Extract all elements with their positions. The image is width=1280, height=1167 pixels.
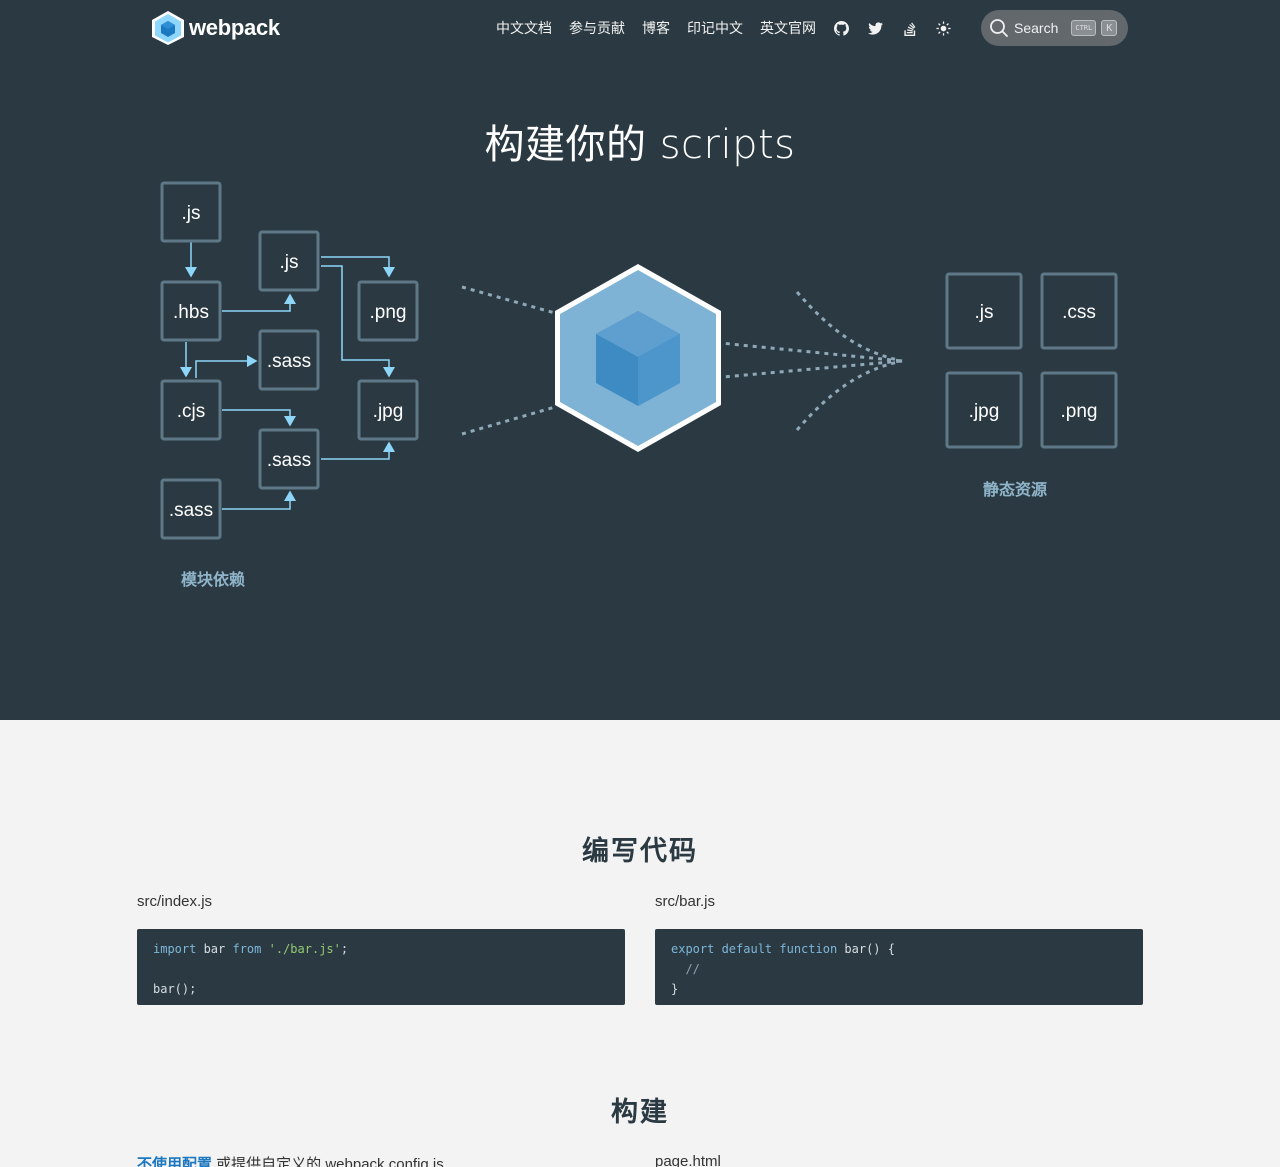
module-box: [160, 280, 222, 342]
asset-label: .js: [975, 302, 994, 323]
search-button[interactable]: Search CTRL K: [981, 10, 1128, 46]
code-block-index: import bar from './bar.js'; bar();: [137, 929, 625, 1005]
asset-label: .css: [1062, 302, 1096, 323]
connector-sass2-jpg: [321, 441, 395, 460]
module-label: .sass: [267, 450, 311, 471]
hero-title: 构建你的 scripts: [484, 122, 796, 168]
module-box: [357, 280, 419, 342]
stack-overflow-icon[interactable]: [901, 20, 918, 37]
file-label-page-html: page.html: [655, 1153, 721, 1167]
logo-text: webpack: [189, 15, 280, 40]
no-config-link[interactable]: 不使用配置: [137, 1156, 213, 1167]
dependencies-caption: 模块依赖: [181, 570, 246, 589]
module-label: .jpg: [373, 401, 404, 422]
webpack-cube-icon: [555, 264, 721, 452]
github-icon[interactable]: [833, 20, 850, 37]
connector-js-png: [321, 256, 395, 278]
flow-out-1: [689, 338, 903, 363]
nav-link-contribute[interactable]: 参与贡献: [569, 21, 625, 37]
code-block-bar: export default function bar() { // }: [655, 929, 1143, 1005]
module-box: [258, 428, 320, 490]
nav-link-english-site[interactable]: 英文官网: [760, 21, 816, 37]
connector-js-jpg: [321, 265, 395, 378]
flow-out-2: [689, 359, 903, 382]
module-box: [160, 478, 222, 540]
asset-box: [945, 371, 1023, 449]
file-label-index: src/index.js: [137, 893, 213, 910]
module-label: .js: [182, 203, 201, 224]
module-box: [160, 181, 222, 243]
connector-hbs-js: [222, 293, 296, 312]
module-box: [258, 230, 320, 292]
build-intro: 不使用配置 或提供自定义的 webpack.config.js: [137, 1153, 444, 1167]
nav-link-docs[interactable]: 中文文档: [496, 21, 552, 37]
asset-label: .png: [1061, 401, 1098, 422]
flow-out-3: [795, 291, 903, 363]
bundle-diagram: .js .hbs .cjs .sass .js .sass .sass .png…: [160, 181, 1118, 540]
module-box: [160, 379, 222, 441]
search-shortcut-ctrl: CTRL: [1071, 20, 1097, 36]
module-box: [357, 379, 419, 441]
nav-link-docschina[interactable]: 印记中文: [687, 21, 743, 37]
connector-cjs-sass: [195, 355, 258, 378]
flow-in-bottom: [461, 405, 556, 436]
assets-caption: 静态资源: [983, 480, 1048, 499]
logo[interactable]: webpack: [151, 10, 280, 46]
theme-toggle-icon[interactable]: [935, 20, 952, 37]
search-label: Search: [1014, 20, 1059, 36]
asset-label: .jpg: [969, 401, 1000, 422]
module-label: .js: [280, 252, 299, 273]
module-label: .cjs: [177, 401, 206, 422]
module-label: .sass: [267, 351, 311, 372]
module-label: .sass: [169, 500, 213, 521]
webpack-logo-icon: [152, 11, 184, 45]
build-intro-text: 或提供自定义的 webpack.config.js: [212, 1156, 444, 1167]
search-icon: [990, 19, 1008, 37]
nav-link-blog[interactable]: 博客: [642, 21, 670, 37]
search-shortcut-k: K: [1101, 20, 1118, 36]
build-title: 构建: [611, 1097, 669, 1128]
flow-out-4: [795, 359, 903, 431]
module-label: .png: [370, 302, 407, 323]
connector-cjs-sass2: [222, 409, 296, 427]
hero-section: webpack 中文文档 参与贡献 博客 印记中文 英文官网 Search CT…: [0, 0, 1280, 720]
write-code-title: 编写代码: [582, 836, 698, 867]
file-label-bar: src/bar.js: [655, 893, 716, 910]
module-box: [258, 329, 320, 391]
main-nav: 中文文档 参与贡献 博客 印记中文 英文官网: [496, 0, 952, 56]
asset-box: [1040, 371, 1118, 449]
twitter-icon[interactable]: [867, 20, 884, 37]
asset-box: [1040, 272, 1118, 350]
flow-in-top: [461, 285, 556, 315]
module-label: .hbs: [173, 302, 209, 323]
connector-sass3-sass2: [222, 490, 296, 510]
asset-box: [945, 272, 1023, 350]
